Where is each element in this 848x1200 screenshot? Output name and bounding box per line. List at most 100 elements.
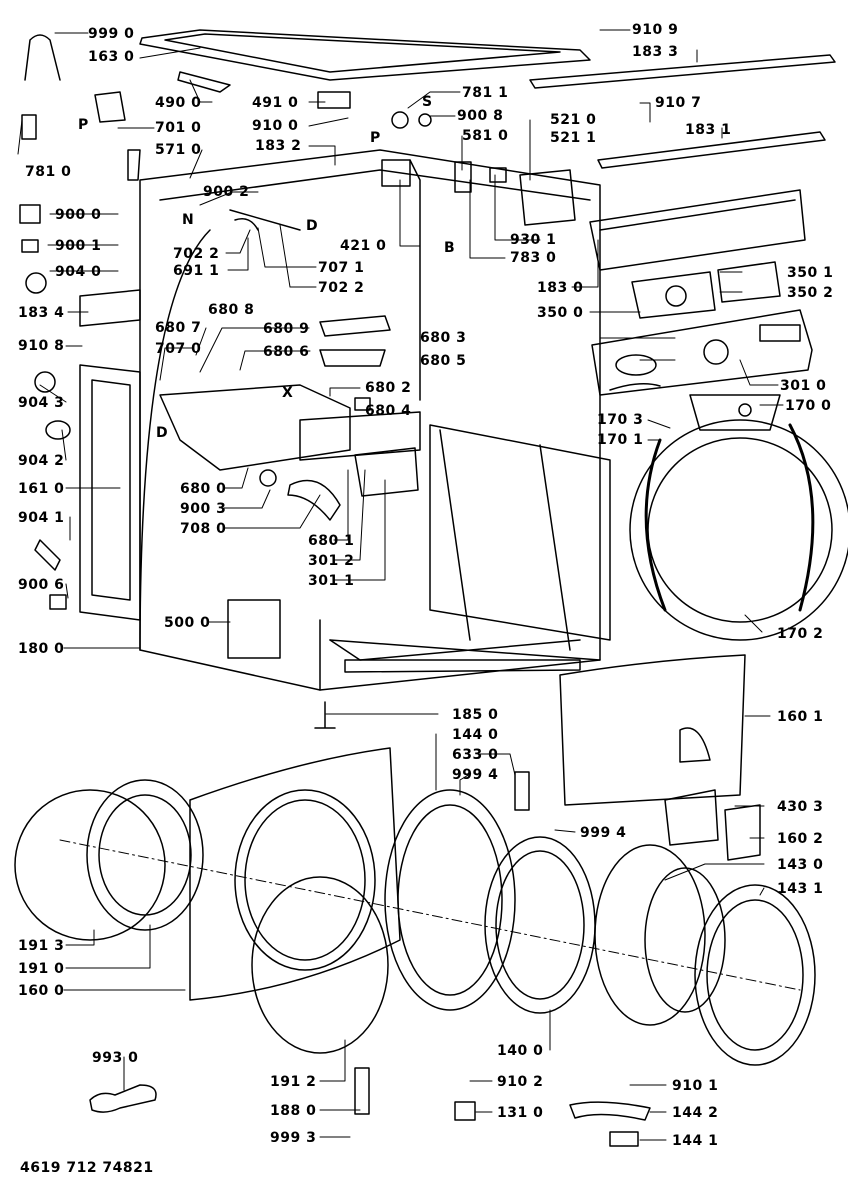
part-label-490-0: 490 0 bbox=[155, 95, 202, 111]
part-label-702-2-b: 702 2 bbox=[318, 280, 365, 296]
document-number: 4619 712 74821 bbox=[20, 1160, 154, 1176]
part-label-633-0: 633 0 bbox=[452, 747, 499, 763]
part-label-900-6: 900 6 bbox=[18, 577, 65, 593]
part-label-781-0: 781 0 bbox=[25, 164, 72, 180]
part-label-783-0: 783 0 bbox=[510, 250, 557, 266]
part-label-680-8: 680 8 bbox=[208, 302, 255, 318]
part-label-143-1: 143 1 bbox=[777, 881, 824, 897]
marker-d-top: D bbox=[306, 218, 318, 234]
part-label-183-0: 183 0 bbox=[537, 280, 584, 296]
part-label-170-1: 170 1 bbox=[597, 432, 644, 448]
part-label-707-1: 707 1 bbox=[318, 260, 365, 276]
part-label-910-0: 910 0 bbox=[252, 118, 299, 134]
part-label-910-2: 910 2 bbox=[497, 1074, 544, 1090]
part-label-191-0: 191 0 bbox=[18, 961, 65, 977]
part-label-999-3: 999 3 bbox=[270, 1130, 317, 1146]
part-label-143-0: 143 0 bbox=[777, 857, 824, 873]
part-label-140-0: 140 0 bbox=[497, 1043, 544, 1059]
part-label-160-0: 160 0 bbox=[18, 983, 65, 999]
cabinet-drawing bbox=[139, 149, 611, 691]
part-label-183-1: 183 1 bbox=[685, 122, 732, 138]
part-label-708-0: 708 0 bbox=[180, 521, 227, 537]
part-label-930-1: 930 1 bbox=[510, 232, 557, 248]
part-label-999-4-a: 999 4 bbox=[452, 767, 499, 783]
control-panel-rear-drawing bbox=[589, 189, 806, 319]
part-label-170-0: 170 0 bbox=[785, 398, 832, 414]
part-label-680-9: 680 9 bbox=[263, 321, 310, 337]
part-label-521-0: 521 0 bbox=[550, 112, 597, 128]
part-label-180-0: 180 0 bbox=[18, 641, 65, 657]
part-label-900-2: 900 2 bbox=[203, 184, 250, 200]
front-panel-drawing bbox=[189, 747, 401, 1001]
lower-cover-drawing bbox=[559, 654, 761, 861]
part-label-144-0: 144 0 bbox=[452, 727, 499, 743]
bottom-hardware-drawing bbox=[89, 701, 651, 1147]
part-label-910-1: 910 1 bbox=[672, 1078, 719, 1094]
part-label-702-2-a: 702 2 bbox=[173, 246, 220, 262]
part-label-301-1: 301 1 bbox=[308, 573, 355, 589]
back-panel-drawing bbox=[79, 289, 141, 621]
part-label-680-7: 680 7 bbox=[155, 320, 202, 336]
part-label-680-6: 680 6 bbox=[263, 344, 310, 360]
leader-lines bbox=[17, 29, 784, 1141]
small-fittings-drawing bbox=[19, 34, 141, 610]
part-label-680-4: 680 4 bbox=[365, 403, 412, 419]
detergent-dispenser-drawing bbox=[159, 315, 421, 521]
part-label-188-0: 188 0 bbox=[270, 1103, 317, 1119]
part-label-707-0: 707 0 bbox=[155, 341, 202, 357]
part-label-910-9: 910 9 bbox=[632, 22, 679, 38]
part-label-571-0: 571 0 bbox=[155, 142, 202, 158]
part-label-680-5: 680 5 bbox=[420, 353, 467, 369]
part-label-160-2: 160 2 bbox=[777, 831, 824, 847]
part-label-500-0: 500 0 bbox=[164, 615, 211, 631]
part-label-185-0: 185 0 bbox=[452, 707, 499, 723]
part-label-350-0: 350 0 bbox=[537, 305, 584, 321]
marker-n: N bbox=[182, 212, 194, 228]
part-label-183-2: 183 2 bbox=[255, 138, 302, 154]
part-label-430-3: 430 3 bbox=[777, 799, 824, 815]
marker-p-right: P bbox=[370, 130, 381, 146]
part-label-910-7: 910 7 bbox=[655, 95, 702, 111]
marker-s: S bbox=[422, 94, 433, 110]
part-label-900-1: 900 1 bbox=[55, 238, 102, 254]
part-label-904-0: 904 0 bbox=[55, 264, 102, 280]
part-label-350-1: 350 1 bbox=[787, 265, 834, 281]
part-label-900-3: 900 3 bbox=[180, 501, 227, 517]
marker-d-left: D bbox=[156, 425, 168, 441]
marker-b: B bbox=[444, 240, 455, 256]
part-label-421-0: 421 0 bbox=[340, 238, 387, 254]
part-label-144-2: 144 2 bbox=[672, 1105, 719, 1121]
part-label-170-2: 170 2 bbox=[777, 626, 824, 642]
door-assembly-drawing bbox=[14, 779, 816, 1066]
part-label-350-2: 350 2 bbox=[787, 285, 834, 301]
part-label-191-3: 191 3 bbox=[18, 938, 65, 954]
rear-fittings-drawing bbox=[177, 71, 576, 659]
part-label-163-0: 163 0 bbox=[88, 49, 135, 65]
part-label-144-1: 144 1 bbox=[672, 1133, 719, 1149]
part-label-993-0: 993 0 bbox=[92, 1050, 139, 1066]
part-label-680-3: 680 3 bbox=[420, 330, 467, 346]
part-label-680-1: 680 1 bbox=[308, 533, 355, 549]
part-label-900-8: 900 8 bbox=[457, 108, 504, 124]
part-label-491-0: 491 0 bbox=[252, 95, 299, 111]
top-lid-drawing bbox=[139, 29, 836, 169]
part-label-183-4: 183 4 bbox=[18, 305, 65, 321]
part-label-691-1: 691 1 bbox=[173, 263, 220, 279]
part-label-161-0: 161 0 bbox=[18, 481, 65, 497]
part-label-701-0: 701 0 bbox=[155, 120, 202, 136]
part-label-680-2: 680 2 bbox=[365, 380, 412, 396]
part-label-910-8: 910 8 bbox=[18, 338, 65, 354]
door-ring-right-drawing bbox=[629, 394, 848, 641]
part-label-904-2: 904 2 bbox=[18, 453, 65, 469]
part-label-160-1: 160 1 bbox=[777, 709, 824, 725]
control-fascia-drawing bbox=[591, 309, 813, 396]
part-label-191-2: 191 2 bbox=[270, 1074, 317, 1090]
part-label-301-2: 301 2 bbox=[308, 553, 355, 569]
part-label-999-4-b: 999 4 bbox=[580, 825, 627, 841]
marker-p-left: P bbox=[78, 117, 89, 133]
part-label-183-3: 183 3 bbox=[632, 44, 679, 60]
part-label-900-0: 900 0 bbox=[55, 207, 102, 223]
part-label-170-3: 170 3 bbox=[597, 412, 644, 428]
